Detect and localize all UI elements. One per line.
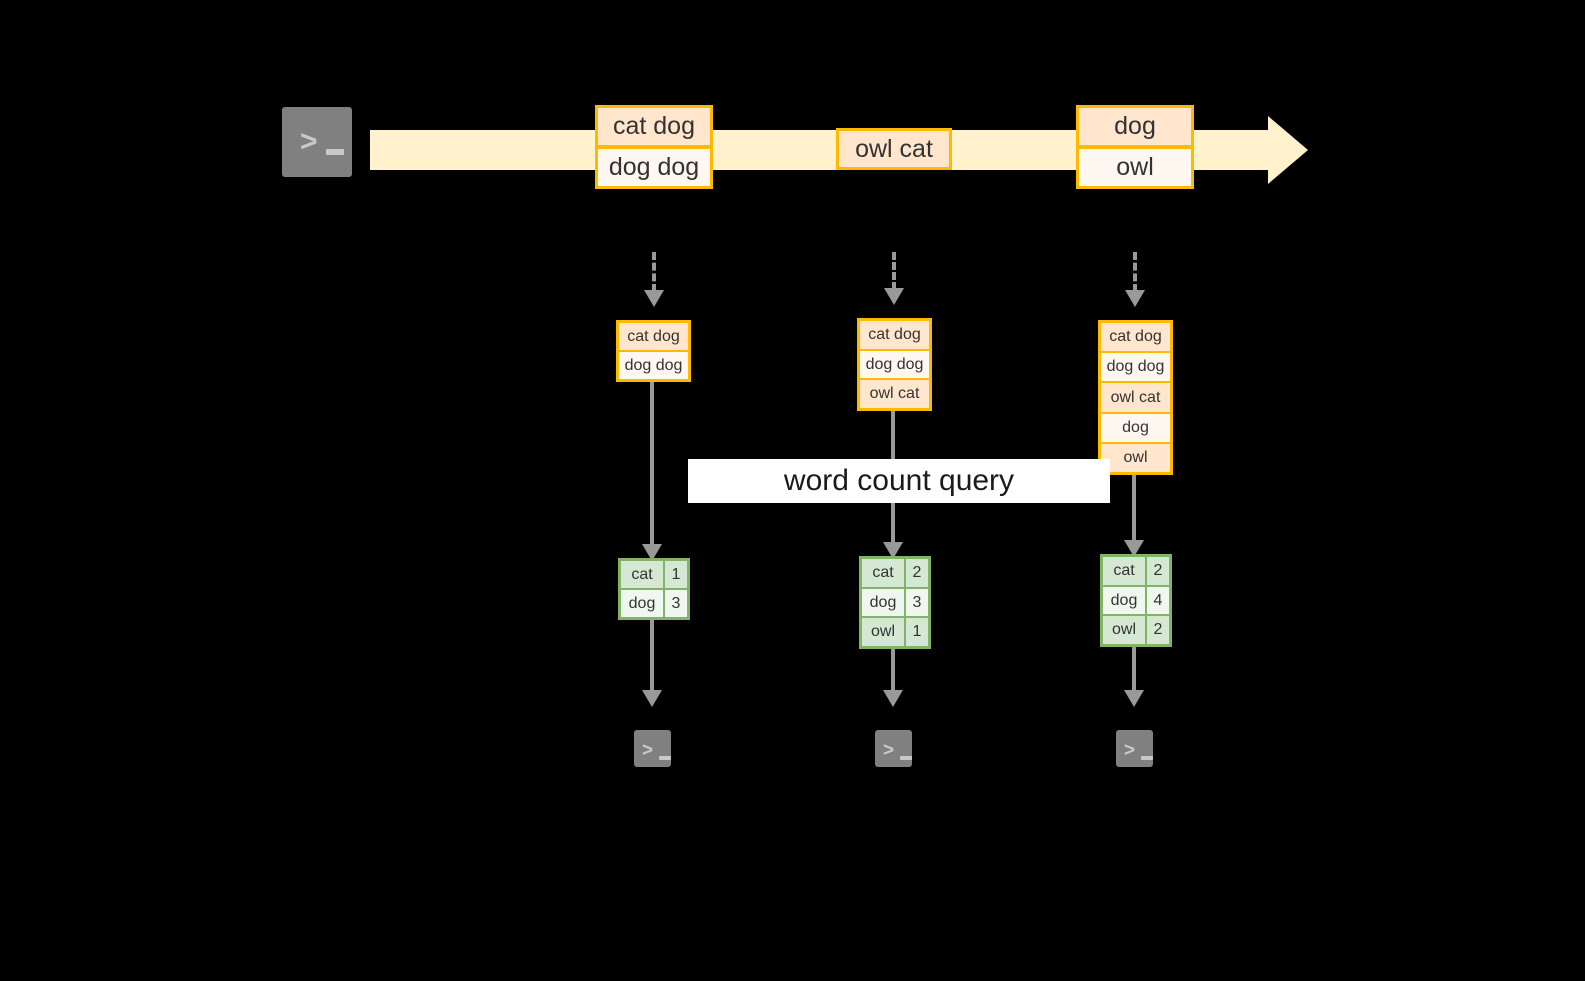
terminal-screen	[282, 107, 352, 177]
snapshot-3-dashed-connector	[1133, 252, 1137, 292]
source-terminal-icon[interactable]: >	[273, 98, 361, 186]
snapshot-2-result-table: cat 2 dog 3 owl 1	[859, 556, 931, 649]
stream-arrow-head	[1268, 116, 1308, 184]
snapshot-3-sink-arrowhead	[1124, 690, 1144, 707]
snapshot-3-sink-connector	[1132, 647, 1136, 693]
stream-batch-1-row-2: dog dog	[595, 146, 713, 189]
terminal-prompt-icon: >	[883, 740, 895, 761]
snapshot-1-query-arrowhead	[642, 544, 662, 561]
snapshot-3-query-arrowhead	[1124, 540, 1144, 557]
result-word: owl	[1103, 616, 1145, 645]
table-row: cat 2	[1103, 557, 1169, 585]
table-row: cat 2	[862, 559, 928, 587]
snapshot-3-result-table: cat 2 dog 4 owl 2	[1100, 554, 1172, 647]
result-count: 4	[1147, 586, 1169, 615]
snapshot-1-query-connector	[650, 382, 654, 550]
snapshot-3-accumulated-records: cat dog dog dog owl cat dog owl	[1098, 320, 1173, 475]
result-word: cat	[862, 559, 904, 587]
result-word: dog	[1103, 586, 1145, 615]
stream-batch-2-row-1: owl cat	[836, 128, 952, 170]
table-row: dog 3	[621, 590, 687, 617]
snapshot-3-record-row: dog dog	[1101, 353, 1170, 382]
snapshot-3-record-row: owl	[1101, 443, 1170, 473]
snapshot-2-record-row: owl cat	[860, 380, 929, 409]
snapshot-2-sink-terminal-icon[interactable]: >	[866, 721, 921, 776]
terminal-cursor-icon	[900, 756, 912, 760]
snapshot-1-record-row: cat dog	[619, 323, 688, 350]
table-row: owl 1	[862, 618, 928, 647]
result-count: 3	[906, 588, 928, 617]
snapshot-3-sink-terminal-icon[interactable]: >	[1107, 721, 1162, 776]
snapshot-2-sink-connector	[891, 649, 895, 693]
terminal-prompt-icon: >	[1124, 740, 1136, 761]
snapshot-2-accumulated-records: cat dog dog dog owl cat	[857, 318, 932, 411]
snapshot-2-record-row: cat dog	[860, 321, 929, 349]
snapshot-3-dashed-arrowhead	[1125, 290, 1145, 307]
snapshot-1-sink-arrowhead	[642, 690, 662, 707]
result-count: 1	[906, 618, 928, 647]
snapshot-2-sink-arrowhead	[883, 690, 903, 707]
snapshot-3-record-row: cat dog	[1101, 323, 1170, 352]
table-row: dog 4	[1103, 586, 1169, 615]
table-row: cat 1	[621, 561, 687, 588]
snapshot-3-query-connector	[1132, 475, 1136, 547]
result-word: dog	[621, 590, 663, 617]
result-word: dog	[862, 588, 904, 617]
snapshot-2-record-row: dog dog	[860, 350, 929, 379]
terminal-screen	[634, 730, 671, 767]
stream-batch-3-row-2: owl	[1076, 146, 1194, 189]
terminal-prompt-icon: >	[300, 125, 318, 158]
result-count: 2	[1147, 557, 1169, 585]
snapshot-3-record-row: owl cat	[1101, 383, 1170, 412]
result-count: 3	[665, 590, 687, 617]
snapshot-2-dashed-arrowhead	[884, 288, 904, 305]
snapshot-2-dashed-connector	[892, 252, 896, 290]
result-count: 1	[665, 561, 687, 588]
result-word: cat	[621, 561, 663, 588]
snapshot-1-dashed-connector	[652, 252, 656, 292]
snapshot-1-accumulated-records: cat dog dog dog	[616, 320, 691, 382]
query-label-text: word count query	[783, 464, 1015, 497]
terminal-prompt-icon: >	[642, 740, 654, 761]
terminal-cursor-icon	[326, 149, 344, 155]
snapshot-1-sink-terminal-icon[interactable]: >	[625, 721, 680, 776]
query-label-banner: word count query	[688, 459, 1110, 503]
result-word: owl	[862, 618, 904, 647]
stream-batch-1-row-1: cat dog	[595, 105, 713, 148]
snapshot-3-record-row: dog	[1101, 413, 1170, 442]
snapshot-1-result-table: cat 1 dog 3	[618, 558, 690, 620]
snapshot-1-dashed-arrowhead	[644, 290, 664, 307]
terminal-screen	[875, 730, 912, 767]
result-count: 2	[1147, 616, 1169, 645]
terminal-cursor-icon	[1141, 756, 1153, 760]
table-row: owl 2	[1103, 616, 1169, 645]
result-count: 2	[906, 559, 928, 587]
snapshot-1-sink-connector	[650, 620, 654, 693]
terminal-cursor-icon	[659, 756, 671, 760]
stream-batch-3-row-1: dog	[1076, 105, 1194, 148]
snapshot-2-query-arrowhead	[883, 542, 903, 559]
result-word: cat	[1103, 557, 1145, 585]
terminal-screen	[1116, 730, 1153, 767]
snapshot-1-record-row: dog dog	[619, 352, 688, 379]
table-row: dog 3	[862, 588, 928, 617]
